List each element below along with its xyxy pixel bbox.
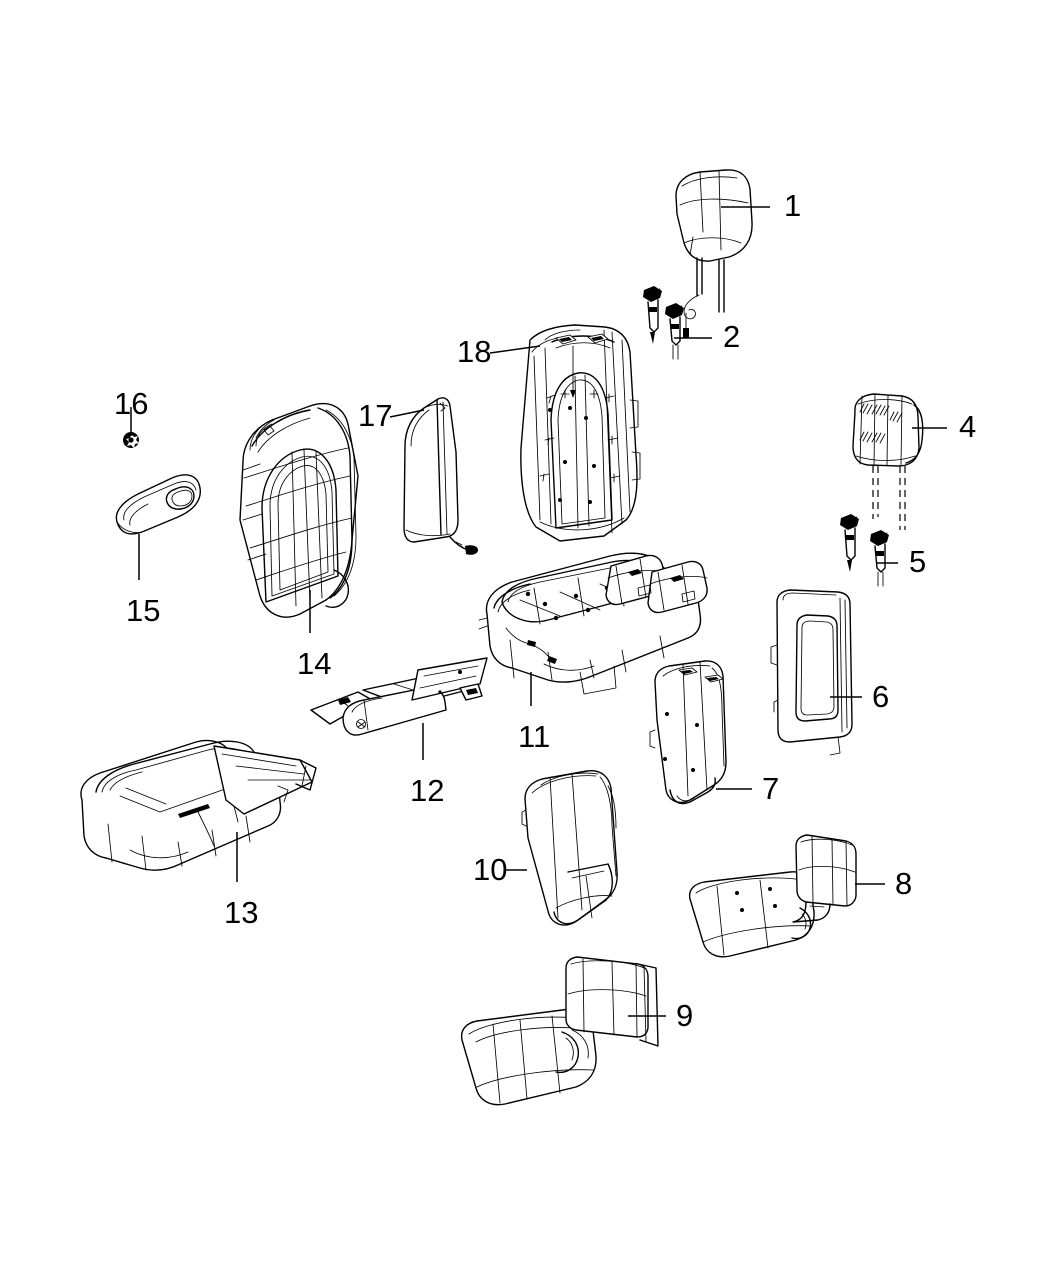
part-10-seat-back-cover [521, 770, 618, 926]
part-8-seat-cushion-foam [688, 834, 857, 958]
callout-number-16: 16 [114, 386, 149, 421]
part-17-side-shield [403, 397, 478, 555]
part-11-seat-cushion-assembly [478, 552, 708, 695]
callout-number-10: 10 [473, 852, 508, 887]
part-18-seat-back-frame [520, 324, 641, 542]
callout-number-8: 8 [895, 866, 913, 901]
callout-number-5: 5 [909, 544, 927, 579]
callout-number-13: 13 [224, 895, 259, 930]
part-6-seat-back-panel [770, 589, 853, 756]
callout-number-4: 4 [959, 409, 977, 444]
callout-number-12: 12 [410, 773, 445, 808]
part-2-guide-sleeves [643, 286, 684, 360]
part-4-head-restraint-rear [852, 393, 924, 530]
callout-number-2: 2 [723, 319, 741, 354]
part-5-guide-sleeves-rear [840, 514, 889, 587]
callout-number-18: 18 [457, 334, 492, 369]
part-12-trim-panel [310, 657, 488, 736]
callout-number-1: 1 [784, 188, 802, 223]
callout-number-15: 15 [126, 593, 161, 628]
callout-number-7: 7 [762, 771, 780, 806]
callout-number-17: 17 [358, 398, 393, 433]
callout-number-9: 9 [676, 998, 694, 1033]
part-1-head-restraint-front [675, 169, 753, 338]
part-15-armrest-cover [115, 474, 201, 535]
part-14-seat-back-cover-outer [239, 402, 359, 618]
callout-number-11: 11 [518, 719, 551, 754]
leader-18 [489, 345, 541, 354]
callout-number-6: 6 [872, 679, 890, 714]
part-9-seat-cushion-cover [460, 956, 659, 1106]
part-13-seat-cushion-cover-lower [80, 739, 317, 871]
leader-17 [389, 409, 425, 418]
callout-number-14: 14 [297, 646, 332, 681]
part-16-push-nut-clip [123, 432, 139, 448]
part-7-seat-back-foam-pad [649, 660, 727, 805]
